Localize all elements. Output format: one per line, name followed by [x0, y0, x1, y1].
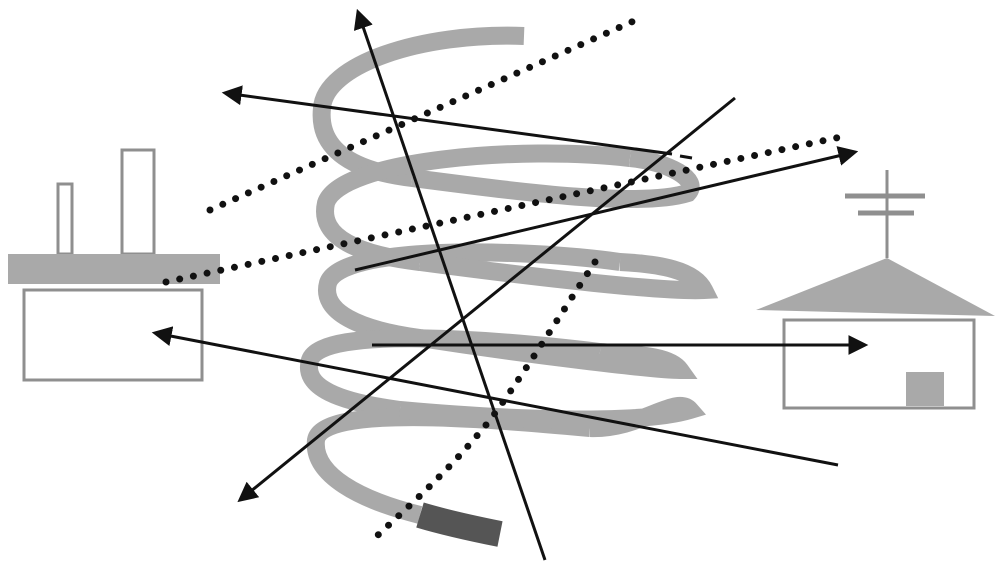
arrow-upper-left-tail: [680, 156, 692, 158]
factory-icon: [8, 150, 220, 380]
house-roof: [756, 258, 995, 316]
house-icon: [756, 170, 995, 408]
factory-roof: [8, 254, 220, 284]
house-door: [906, 372, 944, 406]
factory-wall: [24, 290, 202, 380]
coil-end: [420, 515, 500, 534]
coil-arc-5: [316, 417, 590, 515]
factory-chimney-tall: [122, 150, 154, 254]
house-wall: [784, 320, 974, 408]
factory-chimney-short: [58, 184, 72, 254]
solid-arrows: [155, 12, 865, 560]
arrow-vertical-up: [358, 12, 545, 560]
arrow-upper-left: [225, 93, 672, 154]
coil-front-2: [420, 262, 704, 290]
